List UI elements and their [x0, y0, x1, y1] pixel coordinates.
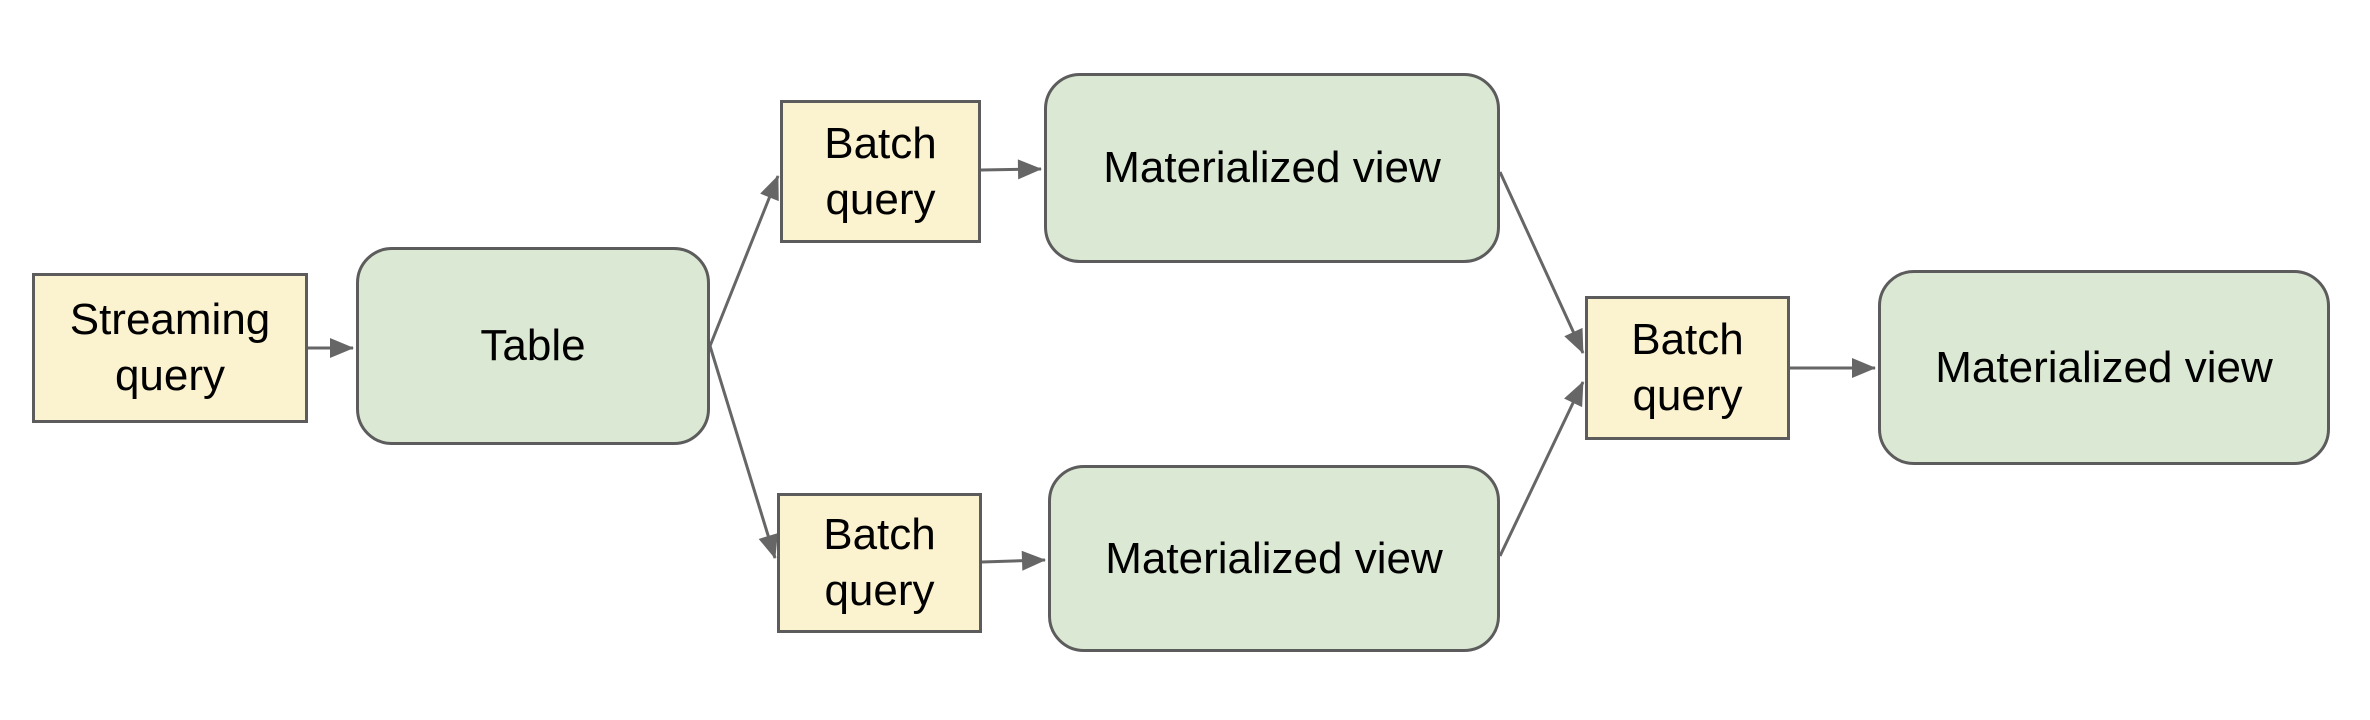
node-streaming-query: Streaming query: [32, 273, 308, 423]
node-batch-query-top: Batch query: [780, 100, 981, 243]
node-batch-query-bottom-label: Batch query: [823, 510, 936, 615]
node-batch-query-right: Batch query: [1585, 296, 1790, 440]
node-table-label: Table: [480, 321, 586, 371]
edge-batch-query-top-to-materialized-view-top: [980, 159, 1042, 180]
node-materialized-view-right-label: Materialized view: [1935, 342, 2273, 392]
edge-table-to-batch-query-bottom: [708, 345, 778, 559]
edge-materialized-view-bottom-to-batch-query-right: [1498, 381, 1585, 557]
node-streaming-query-label: Streaming query: [69, 295, 271, 400]
edge-batch-query-bottom-to-materialized-view-bottom: [981, 550, 1046, 571]
edge-materialized-view-top-to-batch-query-right: [1498, 171, 1585, 354]
node-batch-query-top-label: Batch query: [824, 118, 937, 224]
edge-table-to-batch-query-top: [708, 175, 780, 347]
node-materialized-view-top-label: Materialized view: [1103, 143, 1441, 193]
node-batch-query-right-label: Batch query: [1631, 315, 1744, 420]
node-batch-query-bottom: Batch query: [777, 493, 982, 633]
node-materialized-view-bottom: Materialized view: [1048, 465, 1500, 652]
node-materialized-view-bottom-label: Materialized view: [1105, 533, 1443, 583]
node-table: Table: [356, 247, 710, 445]
node-materialized-view-top: Materialized view: [1044, 73, 1500, 263]
node-materialized-view-right: Materialized view: [1878, 270, 2330, 465]
